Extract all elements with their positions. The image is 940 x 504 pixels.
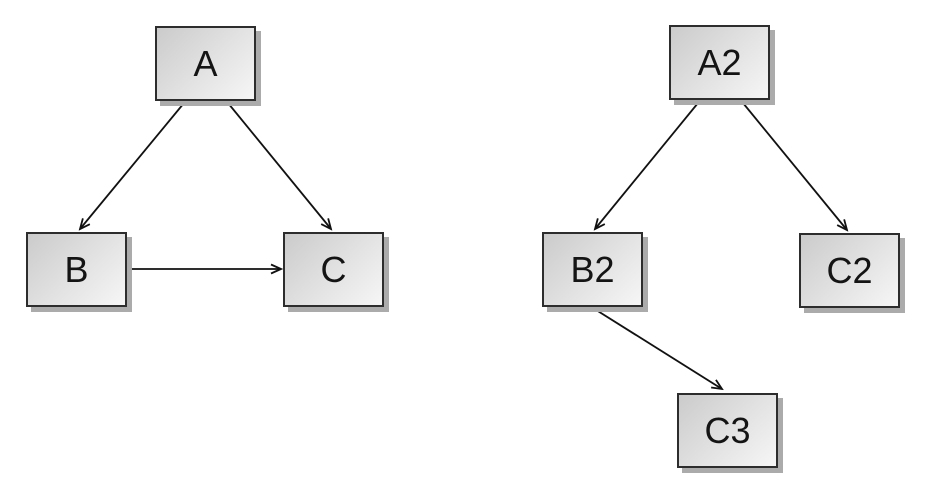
node-c2: C2 bbox=[799, 233, 900, 308]
node-b: B bbox=[26, 232, 127, 307]
node-a2: A2 bbox=[669, 25, 770, 100]
node-a-label: A bbox=[193, 42, 218, 84]
node-c: C bbox=[283, 232, 384, 307]
node-c-label: C bbox=[320, 248, 347, 290]
node-c3: C3 bbox=[677, 393, 778, 468]
edge-a-c bbox=[227, 102, 331, 229]
node-a2-label: A2 bbox=[697, 41, 742, 83]
node-b-label: B bbox=[64, 248, 89, 290]
node-a: A bbox=[155, 26, 256, 101]
edge-a-b bbox=[80, 102, 185, 229]
node-b2: B2 bbox=[542, 232, 643, 307]
edge-a2-c2 bbox=[742, 102, 847, 230]
edge-a2-b2 bbox=[595, 102, 699, 229]
edge-b2-c3 bbox=[592, 307, 722, 389]
node-c3-label: C3 bbox=[704, 409, 751, 451]
node-c2-label: C2 bbox=[826, 249, 873, 291]
node-b2-label: B2 bbox=[570, 248, 615, 290]
